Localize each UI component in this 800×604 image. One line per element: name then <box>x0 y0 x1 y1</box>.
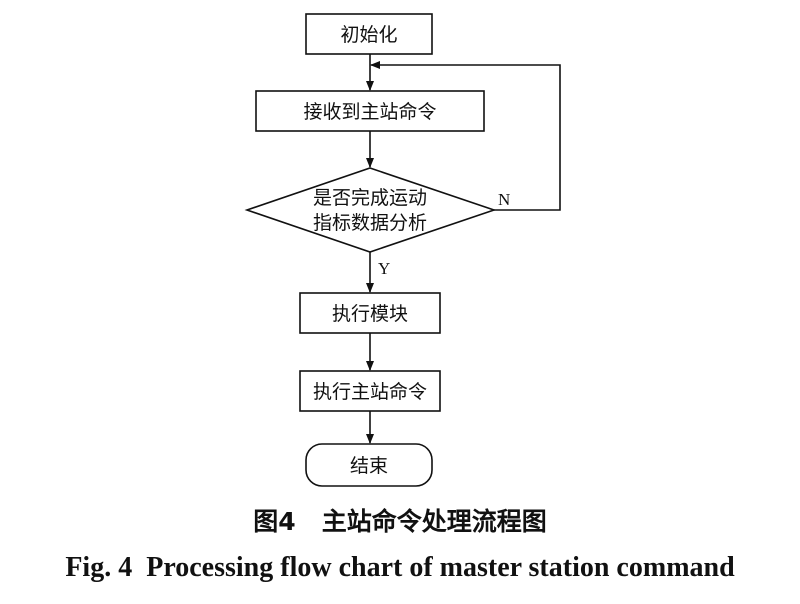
caption-en-title: Processing flow chart of master station … <box>146 552 735 583</box>
end-terminal <box>305 443 433 487</box>
receive-box <box>255 90 485 132</box>
exec-module-label: 执行模块 <box>332 303 408 325</box>
flowchart: 初始化 接收到主站命令 是否完成运动 指标数据分析 执行模块 执行主站命令 结束… <box>244 13 561 487</box>
edge-decision-no-loop <box>370 61 561 211</box>
edge-label-no: N <box>498 190 510 209</box>
decision-label-line1: 是否完成运动 <box>313 187 427 209</box>
caption-cn-title: 主站命令处理流程图 <box>321 507 547 536</box>
init-label: 初始化 <box>340 24 397 46</box>
caption-chinese: 图4 主站命令处理流程图 <box>0 502 800 538</box>
caption-english: Fig. 4 Processing flow chart of master s… <box>0 552 800 584</box>
decision-diamond <box>244 167 497 253</box>
exec-command-box <box>299 370 441 412</box>
decision-label-line2: 指标数据分析 <box>313 212 427 234</box>
caption-en-label: Fig. 4 <box>65 552 133 583</box>
caption-cn-label: 图4 <box>253 507 296 536</box>
init-box <box>305 13 433 55</box>
exec-command-label: 执行主站命令 <box>313 381 427 403</box>
receive-label: 接收到主站命令 <box>303 101 436 123</box>
edge-label-yes: Y <box>378 259 390 278</box>
end-label: 结束 <box>350 455 388 477</box>
